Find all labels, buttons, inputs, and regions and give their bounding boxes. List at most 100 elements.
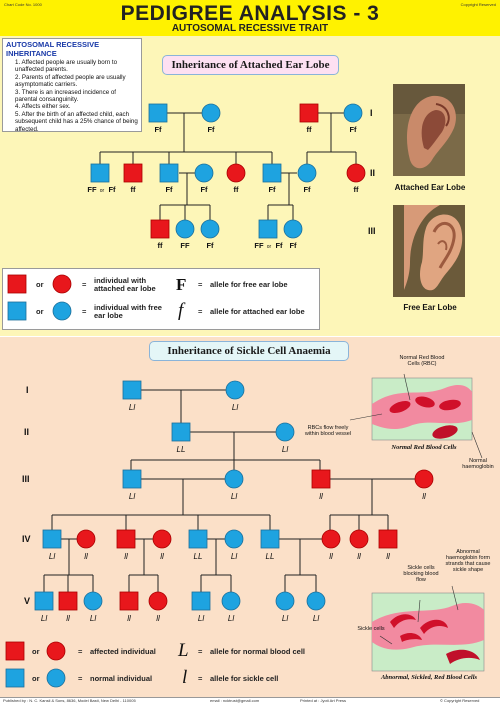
generation-label: IV xyxy=(22,534,31,544)
normal-haemoglobin-label: Normal haemoglobin xyxy=(462,458,494,470)
genotype-label: or xyxy=(100,188,105,194)
female-affected xyxy=(414,469,434,489)
legend-equals: = xyxy=(198,674,203,683)
sickle-block-label: Sickle cells blocking blood flow xyxy=(403,565,439,583)
generation-label: II xyxy=(24,427,29,437)
footer-email: email : ncktrust@gmail.com xyxy=(210,698,260,703)
genotype-label: Ff xyxy=(206,241,214,250)
male-normal xyxy=(159,163,179,183)
male-affected xyxy=(119,591,139,611)
genotype-label: Ll xyxy=(49,552,55,561)
genotype-label: ff xyxy=(307,125,312,134)
sickle-banner: Inheritance of Sickle Cell Anaemia xyxy=(149,341,349,361)
sickle-pedigree-chart: Ll Ll LL Ll Ll Ll ll ll Ll ll ll ll LL L… xyxy=(22,373,485,672)
legend-female-normal xyxy=(46,668,66,688)
female-normal xyxy=(306,591,326,611)
info-box: AUTOSOMAL RECESSIVE INHERITANCE 1. Affec… xyxy=(2,38,142,133)
female-normal xyxy=(275,591,295,611)
genotype-label: ll xyxy=(319,492,323,501)
generation-label: V xyxy=(24,596,30,606)
genotype-label: LL xyxy=(177,445,186,454)
legend-male-affected xyxy=(7,274,27,294)
genotype-label: Ff xyxy=(275,241,283,250)
female-normal xyxy=(343,103,363,123)
female-affected xyxy=(148,591,168,611)
legend-equals: = xyxy=(78,647,83,656)
male-normal xyxy=(90,163,110,183)
attached-ear-caption: Attached Ear Lobe xyxy=(394,183,466,192)
female-normal xyxy=(221,591,241,611)
female-affected xyxy=(76,529,96,549)
normal-rbc-label: Normal Red Blood Cells (RBC) xyxy=(399,355,445,367)
genotype-label: ll xyxy=(66,614,70,623)
sickle-cells-label: Sickle cells xyxy=(357,626,385,632)
female-normal xyxy=(224,529,244,549)
legend-equals: = xyxy=(198,307,203,316)
genotype-label: or xyxy=(267,244,272,250)
footer-copyright: © Copyright Reserved xyxy=(440,698,480,703)
male-affected xyxy=(311,469,331,489)
genotype-label: Ll xyxy=(282,614,288,623)
legend-or: or xyxy=(32,674,40,683)
female-normal xyxy=(194,163,214,183)
genotype-label: Ll xyxy=(228,614,234,623)
genotype-label: FF xyxy=(87,185,97,194)
male-normal xyxy=(148,103,168,123)
male-affected xyxy=(378,529,398,549)
free-ear-caption: Free Ear Lobe xyxy=(403,303,457,312)
genotype-label: Ff xyxy=(268,185,276,194)
info-point: 2. Parents of affected people are usuall… xyxy=(15,73,126,89)
female-normal xyxy=(224,469,244,489)
genotype-label: LL xyxy=(194,552,203,561)
legend-male-normal xyxy=(5,668,25,688)
info-point: 1. Affected people are usually born to u… xyxy=(15,59,118,74)
allele-F-symbol: F xyxy=(176,275,187,294)
genotype-label: Ll xyxy=(231,492,237,501)
female-affected xyxy=(349,529,369,549)
male-normal xyxy=(34,591,54,611)
page-subtitle: AUTOSOMAL RECESSIVE TRAIT xyxy=(171,23,329,34)
genotype-label: Ll xyxy=(313,614,319,623)
sickle-rbc-illustration xyxy=(371,592,485,672)
allele-l-symbol: l xyxy=(182,667,188,688)
female-normal xyxy=(225,380,245,400)
genotype-label: ff xyxy=(131,185,136,194)
allele-L-symbol: L xyxy=(178,640,189,661)
sickle-legend-symbols xyxy=(5,641,66,688)
genotype-label: FF xyxy=(254,241,264,250)
genotype-label: ll xyxy=(329,552,333,561)
male-normal xyxy=(42,529,62,549)
genotype-label: Ff xyxy=(349,125,357,134)
genotype-label: Ff xyxy=(108,185,116,194)
male-affected xyxy=(116,529,136,549)
generation-label: III xyxy=(368,226,376,236)
genotype-label: ll xyxy=(156,614,160,623)
legend-equals: = xyxy=(82,280,87,289)
legend-equals: = xyxy=(82,307,87,316)
legend-or: or xyxy=(36,307,44,316)
legend-or: or xyxy=(32,647,40,656)
normal-rbc-illustration xyxy=(371,377,473,441)
genotype-label: ll xyxy=(422,492,426,501)
page-title: PEDIGREE ANALYSIS - 3 xyxy=(120,2,380,25)
allele-f-text: allele for attached ear lobe xyxy=(210,307,305,316)
genotype-label: Ll xyxy=(198,614,204,623)
info-point: 5. After the birth of an affected child,… xyxy=(15,110,138,133)
info-point: 3. There is an increased incidence of pa… xyxy=(15,88,117,104)
male-normal xyxy=(122,469,142,489)
genotype-label: ll xyxy=(84,552,88,561)
genotype-label: ll xyxy=(124,552,128,561)
legend-equals: = xyxy=(198,647,203,656)
generation-label: I xyxy=(370,108,373,118)
abnormal-haemoglobin-label: Abnormal haemoglobin form strands that c… xyxy=(445,549,491,573)
legend-male-affected xyxy=(5,641,25,661)
footer-publisher: Published by : N. C. Kansil & Sons, 8636… xyxy=(3,698,136,703)
ear-pedigree-chart: Ff Ff ff Ff FF or Ff ff Ff Ff ff Ff Ff f… xyxy=(87,84,465,297)
genotype-label: ff xyxy=(354,185,359,194)
allele-f-symbol: f xyxy=(178,300,184,321)
genotype-label: Ff xyxy=(200,185,208,194)
female-normal xyxy=(200,219,220,239)
genotype-label: Ll xyxy=(90,614,96,623)
genotype-label: Ll xyxy=(231,552,237,561)
female-affected xyxy=(346,163,366,183)
